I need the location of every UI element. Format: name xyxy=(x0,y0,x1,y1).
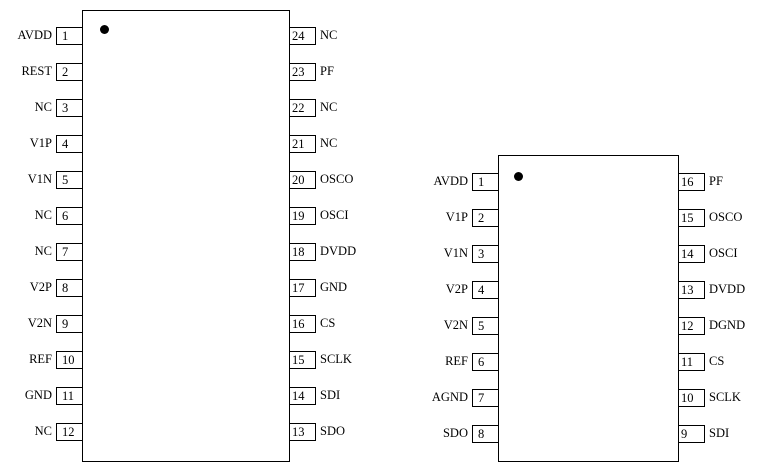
pin-name: V1N xyxy=(443,246,468,260)
pin-number: 5 xyxy=(472,317,498,335)
pin-number: 22 xyxy=(290,99,316,117)
pin-name: SCLK xyxy=(709,390,741,404)
pin-name: V1P xyxy=(29,136,52,150)
pin-name: SCLK xyxy=(320,352,352,366)
pin-name: AVDD xyxy=(433,174,469,188)
pin-number: 16 xyxy=(679,173,705,191)
pin-name: DVDD xyxy=(320,244,357,258)
pin-number: 6 xyxy=(472,353,498,371)
pin-name: NC xyxy=(320,100,338,114)
pin-number: 24 xyxy=(290,27,316,45)
pin-name: V2P xyxy=(29,280,52,294)
pin-number: 10 xyxy=(56,351,82,369)
pin-name: SDO xyxy=(442,426,468,440)
pin-number: 3 xyxy=(56,99,82,117)
pin-number: 10 xyxy=(679,389,705,407)
pin-number: 4 xyxy=(56,135,82,153)
pin-name: REF xyxy=(445,354,468,368)
pin-name: V2N xyxy=(443,318,468,332)
pin-number: 3 xyxy=(472,245,498,263)
pin-name: NC xyxy=(34,208,52,222)
pin-number: 14 xyxy=(679,245,705,263)
pin-name: NC xyxy=(34,100,52,114)
pin-name: OSCI xyxy=(320,208,349,222)
pin-number: 20 xyxy=(290,171,316,189)
pin-name: AVDD xyxy=(17,28,53,42)
pin-name: PF xyxy=(709,174,723,188)
pin-name: NC xyxy=(320,28,338,42)
pin-number: 8 xyxy=(472,425,498,443)
pin-number: 2 xyxy=(472,209,498,227)
pin-name: V1N xyxy=(27,172,52,186)
pin-number: 13 xyxy=(679,281,705,299)
pin-name: OSCI xyxy=(709,246,738,260)
pin-number: 7 xyxy=(56,243,82,261)
pin-number: 9 xyxy=(679,425,705,443)
pin-name: SDI xyxy=(709,426,730,440)
pin-name: V1P xyxy=(445,210,468,224)
pin-name: V2P xyxy=(445,282,468,296)
pin-name: GND xyxy=(24,388,52,402)
pin-number: 11 xyxy=(679,353,705,371)
pin-number: 8 xyxy=(56,279,82,297)
pin-number: 17 xyxy=(290,279,316,297)
pin1-marker-dot xyxy=(100,25,109,34)
pin-name: REST xyxy=(21,64,52,78)
pin-number: 12 xyxy=(679,317,705,335)
pin-number: 15 xyxy=(290,351,316,369)
pin-number: 1 xyxy=(56,27,82,45)
pin-number: 21 xyxy=(290,135,316,153)
pin-number: 15 xyxy=(679,209,705,227)
pin-number: 19 xyxy=(290,207,316,225)
pin-name: CS xyxy=(709,354,725,368)
pin-number: 23 xyxy=(290,63,316,81)
pin-number: 11 xyxy=(56,387,82,405)
pin-number: 4 xyxy=(472,281,498,299)
pin-number: 18 xyxy=(290,243,316,261)
pin-name: OSCO xyxy=(320,172,354,186)
pin-name: NC xyxy=(34,424,52,438)
pin-name: REF xyxy=(29,352,52,366)
pin-number: 5 xyxy=(56,171,82,189)
pin-number: 2 xyxy=(56,63,82,81)
pin-number: 1 xyxy=(472,173,498,191)
pin-name: OSCO xyxy=(709,210,743,224)
pin-name: AGND xyxy=(431,390,468,404)
pin-number: 14 xyxy=(290,387,316,405)
ic-package-body xyxy=(498,155,679,462)
pin-name: NC xyxy=(34,244,52,258)
pin-name: V2N xyxy=(27,316,52,330)
pin-number: 16 xyxy=(290,315,316,333)
ic-package-body xyxy=(82,10,290,462)
pin1-marker-dot xyxy=(514,172,523,181)
pin-number: 12 xyxy=(56,423,82,441)
pin-number: 7 xyxy=(472,389,498,407)
pin-name: PF xyxy=(320,64,334,78)
pin-name: CS xyxy=(320,316,336,330)
pin-name: DVDD xyxy=(709,282,746,296)
pin-name: GND xyxy=(320,280,348,294)
pin-name: DGND xyxy=(709,318,746,332)
pin-number: 13 xyxy=(290,423,316,441)
pin-name: NC xyxy=(320,136,338,150)
pin-name: SDO xyxy=(320,424,346,438)
pin-number: 6 xyxy=(56,207,82,225)
pin-number: 9 xyxy=(56,315,82,333)
pin-name: SDI xyxy=(320,388,341,402)
